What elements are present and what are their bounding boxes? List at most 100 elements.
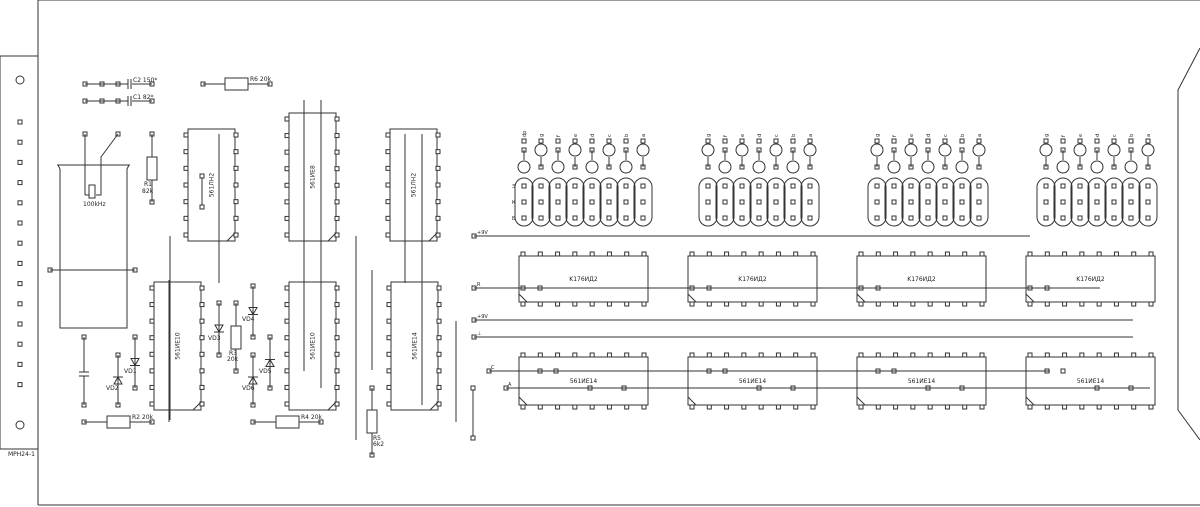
bus-label: +9V bbox=[477, 314, 488, 320]
pad bbox=[959, 199, 965, 205]
pad bbox=[1111, 215, 1117, 221]
transistor-outline bbox=[565, 177, 585, 227]
pad bbox=[1062, 404, 1068, 410]
pad bbox=[944, 352, 950, 358]
pad bbox=[589, 215, 595, 221]
pad bbox=[962, 301, 968, 307]
pad bbox=[149, 351, 155, 357]
pad bbox=[334, 166, 340, 172]
transistor-outline bbox=[969, 177, 989, 227]
pad bbox=[538, 215, 544, 221]
pad bbox=[1077, 215, 1083, 221]
pad bbox=[927, 352, 933, 358]
pad bbox=[793, 251, 799, 257]
pad bbox=[927, 301, 933, 307]
pad bbox=[436, 384, 442, 390]
segment-pad bbox=[568, 143, 582, 157]
pad bbox=[572, 251, 578, 257]
pad bbox=[183, 132, 189, 138]
transistor-outline bbox=[1087, 177, 1107, 227]
label: R5 bbox=[373, 435, 381, 442]
segment-pad bbox=[585, 160, 599, 174]
pad bbox=[624, 251, 630, 257]
bus-label: C bbox=[491, 365, 495, 371]
pad bbox=[858, 251, 864, 257]
pad bbox=[640, 138, 646, 144]
pad bbox=[976, 183, 982, 189]
chip-561ie14-counter bbox=[687, 356, 818, 406]
transistor-outline bbox=[935, 177, 955, 227]
pad bbox=[925, 183, 931, 189]
segment-label: d bbox=[1095, 134, 1101, 137]
pad bbox=[807, 183, 813, 189]
pad bbox=[875, 352, 881, 358]
chip-k176id2 bbox=[687, 255, 818, 303]
pad bbox=[689, 352, 695, 358]
pad bbox=[334, 384, 340, 390]
pad bbox=[1077, 183, 1083, 189]
pad bbox=[537, 352, 543, 358]
pad bbox=[149, 401, 155, 407]
pad bbox=[925, 138, 931, 144]
pad bbox=[1027, 404, 1033, 410]
chip-561ie14-counter bbox=[518, 356, 649, 406]
pad bbox=[641, 251, 647, 257]
pad bbox=[233, 199, 239, 205]
diode-symbol bbox=[248, 307, 258, 316]
pad bbox=[436, 335, 442, 341]
pad bbox=[233, 132, 239, 138]
transistor-outline bbox=[548, 177, 568, 227]
pad bbox=[17, 240, 23, 246]
chip-label: 561ИЕ8 bbox=[310, 165, 317, 189]
segment-pad bbox=[735, 143, 749, 157]
chip-561ie8 bbox=[288, 112, 337, 242]
pad bbox=[858, 404, 864, 410]
pad bbox=[908, 183, 914, 189]
pad bbox=[775, 352, 781, 358]
pad bbox=[1145, 215, 1151, 221]
pad bbox=[722, 138, 728, 144]
pad bbox=[944, 301, 950, 307]
transistor-outline bbox=[749, 177, 769, 227]
chip-label: 561ИЕ14 bbox=[570, 378, 598, 385]
pad bbox=[555, 251, 561, 257]
segment-pad bbox=[786, 160, 800, 174]
pad bbox=[284, 182, 290, 188]
pad bbox=[758, 251, 764, 257]
pad bbox=[1060, 215, 1066, 221]
segment-pad bbox=[1056, 160, 1070, 174]
segment-label: dp bbox=[522, 131, 528, 137]
pad bbox=[386, 368, 392, 374]
mounting-hole bbox=[15, 420, 25, 430]
pad bbox=[689, 404, 695, 410]
transistor-outline bbox=[531, 177, 551, 227]
pad bbox=[959, 215, 965, 221]
chip-label: 561ИЕ14 bbox=[1077, 378, 1105, 385]
pad bbox=[149, 318, 155, 324]
pad bbox=[910, 404, 916, 410]
pad bbox=[1079, 301, 1085, 307]
pad bbox=[1044, 251, 1050, 257]
pad bbox=[1043, 183, 1049, 189]
segment-label: a bbox=[977, 134, 983, 137]
pad bbox=[520, 404, 526, 410]
pad bbox=[520, 251, 526, 257]
pad bbox=[942, 138, 948, 144]
pad bbox=[199, 302, 205, 308]
edge-connector bbox=[0, 55, 39, 450]
pad bbox=[284, 199, 290, 205]
pin1-marker bbox=[327, 232, 337, 242]
pad bbox=[739, 215, 745, 221]
pad bbox=[334, 182, 340, 188]
pad bbox=[741, 404, 747, 410]
diode-symbol bbox=[248, 375, 258, 385]
pad bbox=[199, 384, 205, 390]
segment-pad bbox=[636, 143, 650, 157]
chip-561ie10-2 bbox=[288, 281, 337, 411]
segment-pad bbox=[904, 143, 918, 157]
segment-pad bbox=[602, 143, 616, 157]
pad bbox=[875, 404, 881, 410]
pad bbox=[976, 138, 982, 144]
pad bbox=[962, 251, 968, 257]
segment-pad bbox=[921, 160, 935, 174]
